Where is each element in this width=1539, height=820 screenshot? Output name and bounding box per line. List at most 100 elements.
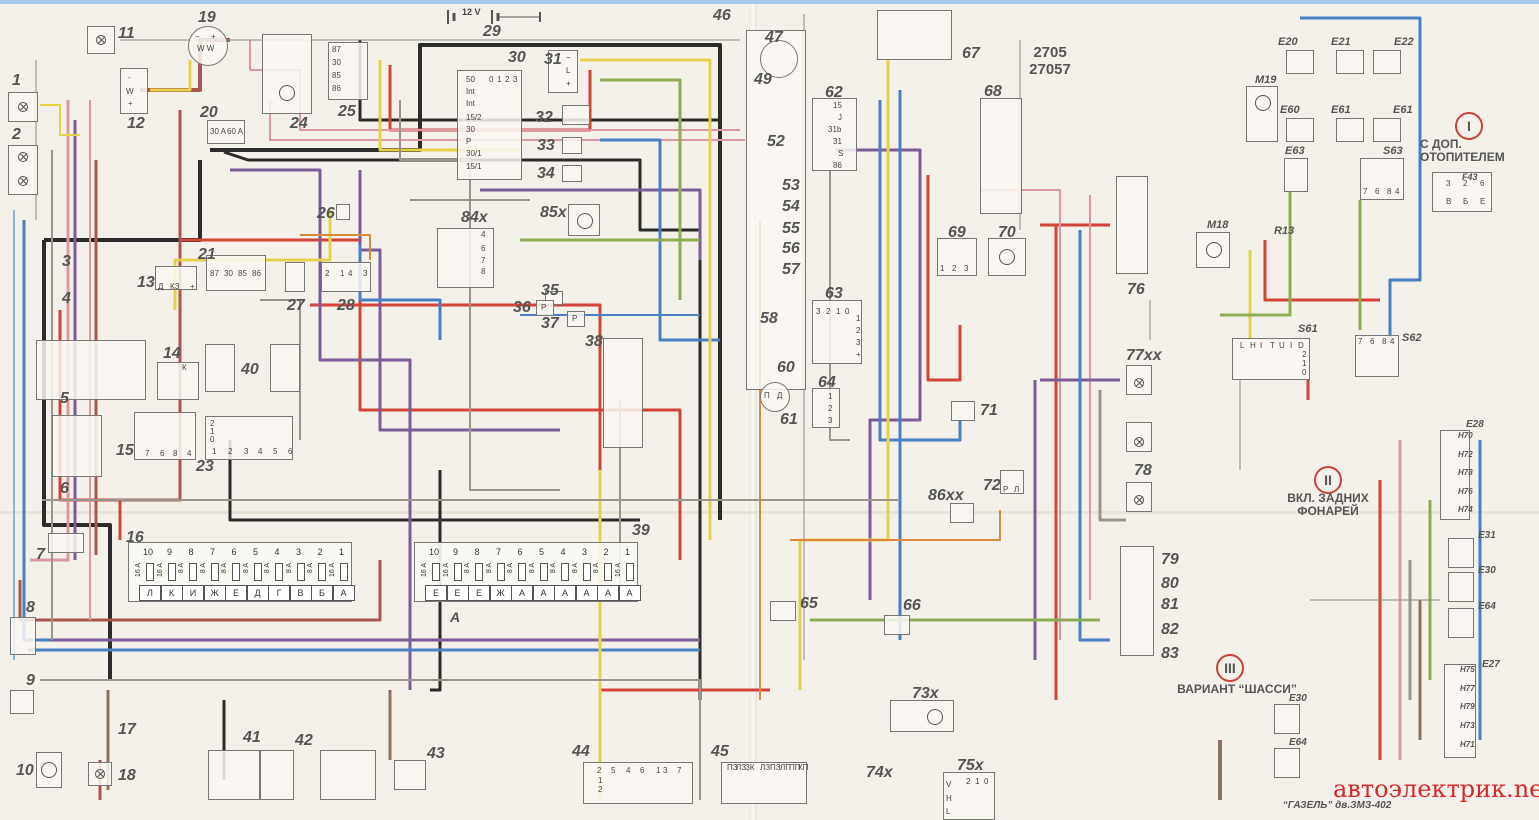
component-40a-box [205,344,235,392]
fuse-rating: 8 A [593,563,600,574]
component-12-regulator-box [120,68,148,114]
component-20-fuses-box [207,120,245,144]
section-II-title: ВКЛ. ЗАДНИХ ФОНАРЕЙ [1287,491,1369,518]
footer-caption: “ГАЗЕЛЬ” дв.ЗМЗ-402 [1282,800,1392,811]
label-68: 68 [984,83,1002,100]
label-78: 78 [1134,462,1152,479]
pin-30-pos-1: 1 [497,75,502,84]
motor-icon [279,85,295,101]
pin-15-4: 4 [187,449,192,458]
E60-box [1286,118,1314,142]
label-E61b: E61 [1393,104,1413,116]
fuse-rating: 8 A [199,563,207,574]
pin-37-P: P [572,314,578,323]
pin-45-0: ПЗ [727,763,738,772]
fuse-rating: 16 A [421,563,428,578]
pin-S63-6: 6 [1375,187,1380,196]
component-34-sensor-box [562,165,582,182]
label-E22: E22 [1394,36,1414,48]
wire-yellow [580,58,712,540]
label-56: 56 [782,240,800,257]
fuse-number: 5 [252,547,258,557]
fuse-element-icon [539,563,548,581]
fuse-number: 9 [452,547,458,557]
component-76-lamp-block [1116,176,1148,274]
fuse-number: 3 [295,547,301,557]
fuse-element-icon [339,563,348,581]
pin-13-D: Д [158,282,164,291]
fuse-element-icon [232,563,240,581]
label-2: 2 [12,126,21,143]
label-16: 16 [126,529,144,546]
fuse-element-icon [210,563,219,581]
wire-black [228,440,640,522]
model-header-1: 2705 [1033,44,1067,61]
component-41b-box [260,750,294,800]
label-25: 25 [338,103,356,120]
component-62-box [812,98,857,171]
fuse-element-icon [253,563,262,581]
label-64: 64 [818,374,836,391]
label-S61: S61 [1298,323,1318,335]
label-14: 14 [163,345,181,362]
fuse-element-icon [625,563,634,581]
pin-S61-D: D [1298,341,1304,350]
pin-84x-8: 8 [481,267,486,276]
fuse-element-icon [318,563,326,581]
label-60: 60 [777,359,795,376]
pin-S63-8: 8 [1387,187,1392,196]
label-29: 29 [483,23,501,40]
pin-S62-7: 7 [1358,337,1363,346]
label-38: 38 [585,333,603,350]
component-18-box [88,762,112,786]
label-79: 79 [1161,551,1179,568]
pin-28-4: 4 [348,269,353,278]
label-65: 65 [800,595,818,612]
fuse-element-icon [432,563,440,581]
label-E28: E28 [1466,419,1484,430]
window-top-edge [0,0,1539,4]
E22-box [1373,50,1401,74]
pin-23-4: 4 [258,447,263,456]
component-73x-box [890,700,954,732]
component-32-switch-box [562,105,590,125]
pin-63-pos-0: 0 [845,307,850,316]
pin-44-1: 1 [656,766,661,775]
pin-62-31b: 31b [828,125,842,134]
pin-44-2: 2 [597,766,602,775]
pin-21-86: 86 [252,269,261,278]
label-E64: E64 [1478,601,1496,612]
pin-75x-H: H [946,794,952,803]
fuse-number: 1 [624,547,630,557]
fuse-number: 4 [560,547,566,557]
lamp-icon [1134,437,1144,447]
pin-23-2: 2 [228,447,233,456]
label-S62: S62 [1402,332,1422,344]
fuse-element-icon [518,563,526,581]
label-E20: E20 [1278,36,1298,48]
fuse-rating: 8 A [307,563,314,574]
component-28-box [321,262,371,292]
lamp-icon [96,35,106,45]
fuse-number: 7 [209,547,215,557]
fuse-number: 7 [495,547,501,557]
pin-63-3: 3 [856,338,861,347]
label-M18: M18 [1207,219,1229,231]
component-66-switch-box [884,615,910,635]
heater-fuse-3-letter: В [1446,197,1452,206]
motor-icon [1206,242,1222,258]
label-E21: E21 [1331,36,1351,48]
heater-fuse-block [1432,172,1492,212]
fuse-rating: 8 A [550,563,557,574]
label-E61a: E61 [1331,104,1351,116]
pin-62-S: S [838,149,844,158]
label-80: 80 [1161,575,1179,592]
label-E30: E30 [1478,565,1496,576]
component-70-box [988,238,1026,276]
lamp-icon [18,152,28,162]
fuse-number: 6 [231,547,237,557]
pin-S61-T: T [1270,341,1275,350]
fuse-terminal-letter: А [618,585,641,601]
